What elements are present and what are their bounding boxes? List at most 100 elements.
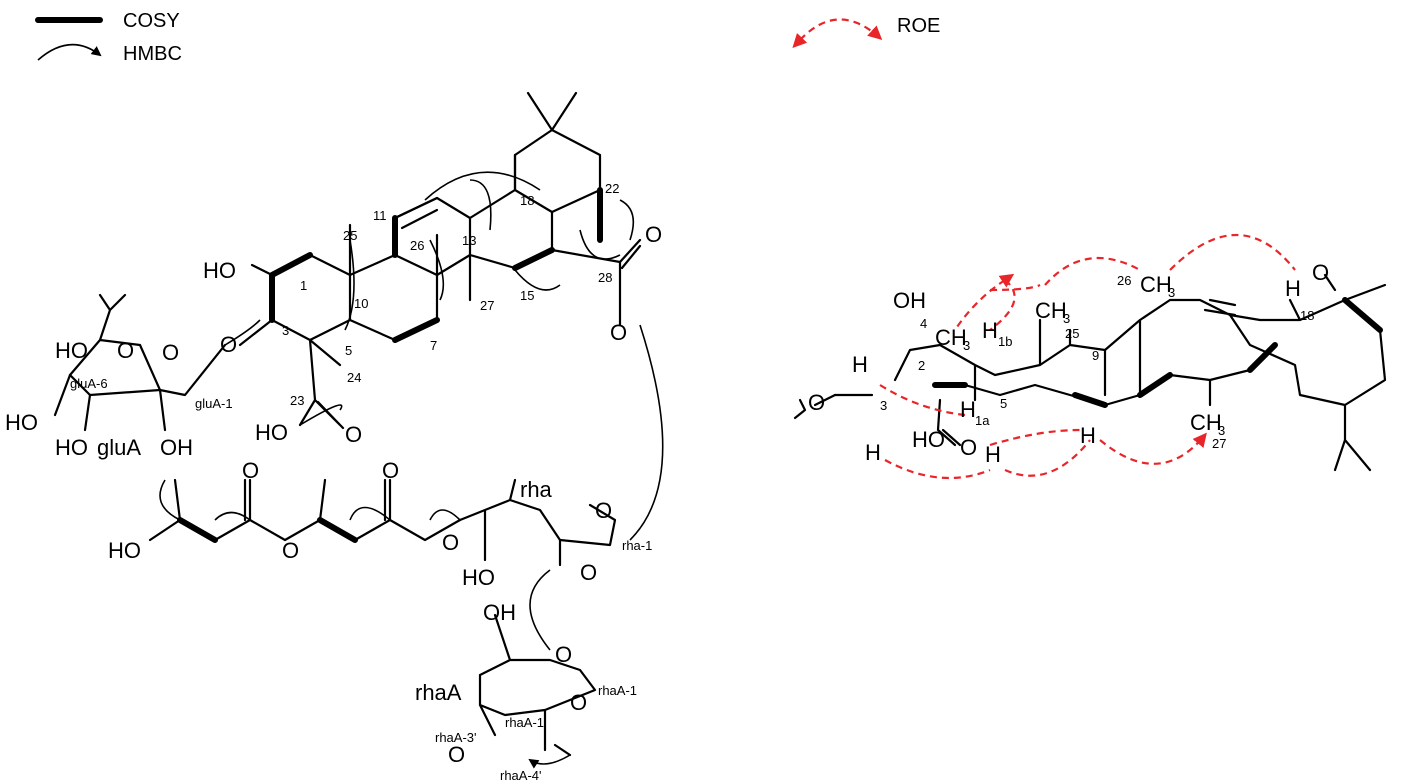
num-22: 22 bbox=[605, 181, 619, 196]
r-ch3-27: CH bbox=[1190, 410, 1222, 435]
o-ester-28: O bbox=[610, 320, 627, 345]
cosy-legend-label: COSY bbox=[123, 10, 180, 32]
num-glua6: gluA-6 bbox=[70, 376, 108, 391]
glua-ring-bonds bbox=[68, 293, 227, 397]
r-h-1a-sub: 1a bbox=[975, 413, 990, 428]
chain-o1: O bbox=[242, 458, 259, 483]
rha-label: rha bbox=[520, 477, 553, 502]
chain-o-link: O bbox=[442, 530, 459, 555]
num-13: 13 bbox=[462, 233, 476, 248]
right-position-numbers: 2 3 4 5 9 18 25 26 27 bbox=[880, 273, 1314, 451]
num-rhaa4p: rhaA-4' bbox=[500, 768, 542, 783]
r-h-5: H bbox=[985, 442, 1001, 467]
r-h-2: H bbox=[852, 352, 868, 377]
num-24: 24 bbox=[347, 370, 361, 385]
r-ch3-4-sub: 3 bbox=[963, 338, 970, 353]
num-glua1: gluA-1 bbox=[195, 396, 233, 411]
r-o-28: O bbox=[1312, 260, 1329, 285]
glua-ho-top: HO bbox=[55, 338, 88, 363]
num-28: 28 bbox=[598, 270, 612, 285]
r-o-3: O bbox=[808, 390, 825, 415]
right-cooh bbox=[936, 398, 962, 447]
chain-ho: HO bbox=[108, 538, 141, 563]
r-num-25: 25 bbox=[1065, 326, 1079, 341]
r-num-9: 9 bbox=[1092, 348, 1099, 363]
r-ch3-26-sub: 3 bbox=[1168, 285, 1175, 300]
rhaa-label: rhaA bbox=[415, 680, 462, 705]
right-c3-o bbox=[793, 393, 837, 420]
r-num-18: 18 bbox=[1300, 308, 1314, 323]
c3-o-bond bbox=[238, 318, 274, 347]
r-num-4: 4 bbox=[920, 316, 927, 331]
r-ch3-4: CH bbox=[935, 325, 967, 350]
rha-ring-o: O bbox=[595, 498, 612, 523]
r-num-26: 26 bbox=[1117, 273, 1131, 288]
rha-ho: HO bbox=[462, 565, 495, 590]
r-num-5: 5 bbox=[1000, 396, 1007, 411]
glua-subst-bonds bbox=[53, 373, 167, 432]
glua-oh-bottom: OH bbox=[160, 435, 193, 460]
chain-o-bridge: O bbox=[282, 538, 299, 563]
num-rhaa1: rhaA-1 bbox=[598, 683, 637, 698]
ring-c-bonds bbox=[393, 196, 472, 277]
r-ho-cooh: HO bbox=[912, 427, 945, 452]
r-h-1b-sub: 1b bbox=[998, 334, 1012, 349]
rha-o-2: O bbox=[580, 560, 597, 585]
r-h-1a: H bbox=[960, 397, 976, 422]
o-carbonyl-28: O bbox=[645, 222, 662, 247]
num-rha1: rha-1 bbox=[622, 538, 652, 553]
num-3: 3 bbox=[282, 323, 289, 338]
num-15: 15 bbox=[520, 288, 534, 303]
num-26: 26 bbox=[410, 238, 424, 253]
left-atom-labels: HO O O O HO O HO O O HO HO OH HO O O O O… bbox=[5, 222, 662, 767]
cosy-de-ring bbox=[512, 187, 603, 271]
left-position-numbers: 1 3 5 7 10 11 13 15 18 22 23 24 25 26 27… bbox=[70, 181, 652, 783]
gem-dimethyl-top bbox=[526, 91, 578, 132]
hmbc-arrows bbox=[159, 171, 664, 764]
roe-legend-arrow bbox=[792, 18, 883, 48]
rhaa-o-3: O bbox=[448, 742, 465, 767]
num-25: 25 bbox=[343, 228, 357, 243]
roe-legend-label: ROE bbox=[897, 15, 940, 37]
rha-ring-bonds bbox=[458, 478, 617, 567]
num-rhaa1p: rhaA-1' bbox=[505, 715, 547, 730]
rhaa-o-1: O bbox=[570, 690, 587, 715]
num-23: 23 bbox=[290, 393, 304, 408]
r-ch3-26: CH bbox=[1140, 272, 1172, 297]
r-o-cooh: O bbox=[960, 435, 977, 460]
r-ch3-25: CH bbox=[1035, 298, 1067, 323]
ester-chain-bonds bbox=[148, 478, 462, 542]
num-11: 11 bbox=[373, 208, 387, 223]
glua-o-top: O bbox=[117, 338, 134, 363]
cosy-bc-ring bbox=[392, 317, 440, 343]
right-structure bbox=[793, 234, 1387, 480]
glua-ho-bottom: HO bbox=[55, 435, 88, 460]
num-10: 10 bbox=[354, 296, 368, 311]
r-h-3: H bbox=[865, 440, 881, 465]
c2-oh-bond bbox=[250, 263, 274, 277]
r-num-27: 27 bbox=[1212, 436, 1226, 451]
num-1: 1 bbox=[300, 278, 307, 293]
hmbc-legend-arrow bbox=[37, 43, 102, 61]
r-oh: OH bbox=[893, 288, 926, 313]
num-rhaa3p: rhaA-3' bbox=[435, 730, 477, 745]
hmbc-legend-label: HMBC bbox=[123, 43, 182, 65]
ring-b-bonds bbox=[348, 253, 439, 342]
num-7: 7 bbox=[430, 338, 437, 353]
rhaa-oh: OH bbox=[483, 600, 516, 625]
roe-arrows bbox=[879, 234, 1296, 480]
r-num-2: 2 bbox=[918, 358, 925, 373]
num-5: 5 bbox=[345, 343, 352, 358]
num-27: 27 bbox=[480, 298, 494, 313]
r-ch3-27-sub: 3 bbox=[1218, 423, 1225, 438]
r-num-3: 3 bbox=[880, 398, 887, 413]
rhaa-ring-bonds bbox=[478, 613, 597, 757]
r-h-1b: H bbox=[982, 318, 998, 343]
legend: COSY HMBC ROE bbox=[35, 10, 940, 65]
r-ch3-25-sub: 3 bbox=[1063, 311, 1070, 326]
cosy-chain bbox=[177, 517, 358, 543]
o-c3: O bbox=[220, 332, 237, 357]
num-18: 18 bbox=[520, 193, 534, 208]
rhaa-ring-o: O bbox=[555, 642, 572, 667]
